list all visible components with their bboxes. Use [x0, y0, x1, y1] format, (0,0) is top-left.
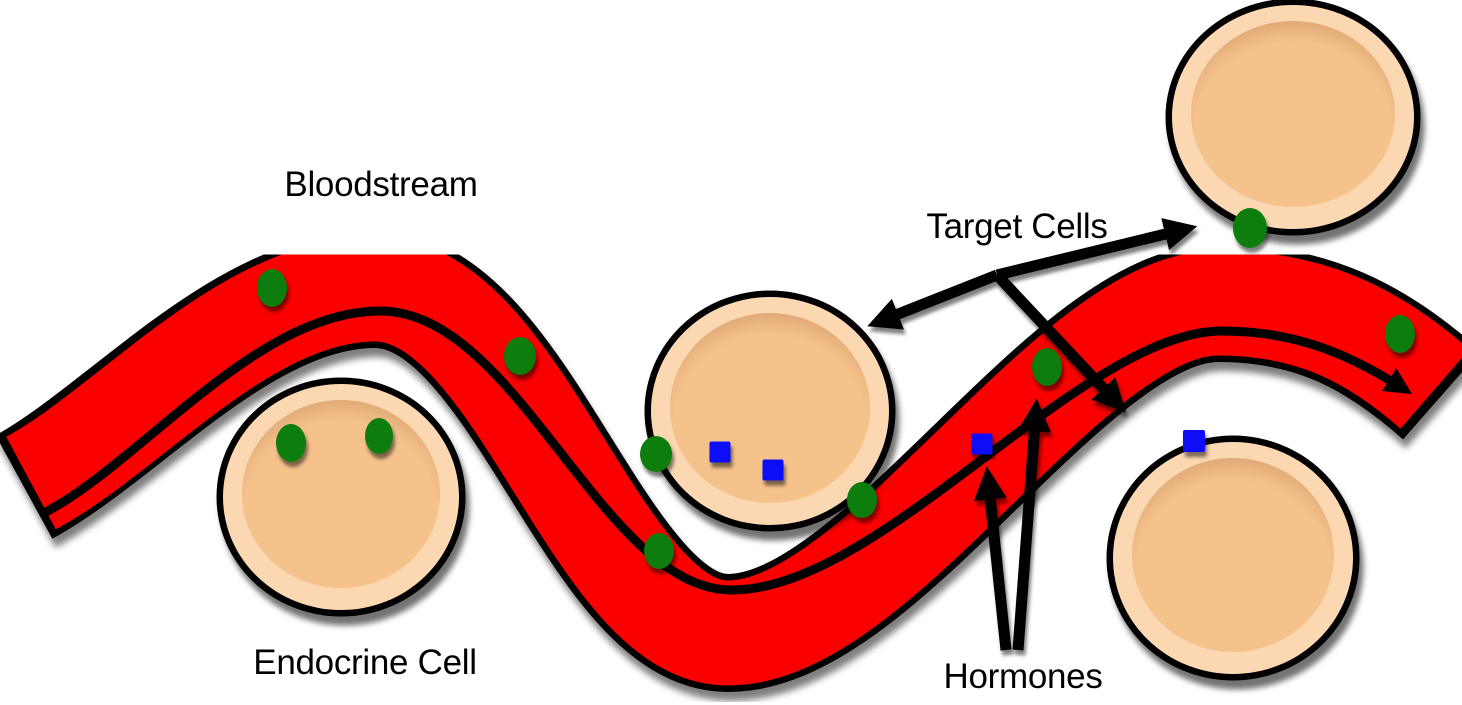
hormone-green-oval	[257, 269, 287, 307]
hormone-green-oval-receptor	[640, 436, 672, 472]
cell-interior	[1191, 21, 1395, 207]
cell-interior	[242, 400, 440, 588]
hormones-arrow-to-blue-square	[973, 466, 1012, 651]
target-cell-middle	[644, 290, 896, 532]
hormones-arrow-to-green-oval	[1012, 398, 1051, 651]
hormones-label: Hormones	[943, 657, 1102, 696]
blood-flow-direction-arrow	[41, 306, 1412, 595]
hormone-blue-square	[1183, 430, 1205, 452]
hormone-blue-square	[709, 441, 731, 463]
bloodstream-vessel	[5, 236, 1462, 686]
hormone-green-oval	[1032, 348, 1062, 386]
target-cells-label: Target Cells	[926, 207, 1107, 246]
hormone-green-oval-receptor	[1233, 208, 1267, 248]
hormone-green-markers	[257, 208, 1415, 569]
endocrine-cell	[216, 377, 466, 617]
hormone-blue-square	[762, 459, 784, 481]
target-cells-arrow-to-bottom-right-cell	[992, 271, 1126, 413]
target-cells-arrow-to-middle-cell	[867, 269, 1000, 330]
target-cell-top-right	[1165, 0, 1421, 236]
bloodstream-label: Bloodstream	[284, 165, 477, 204]
hormone-green-oval	[504, 337, 536, 375]
hormone-green-oval-in-endocrine-cell	[365, 418, 393, 454]
label-pointer-arrows	[867, 218, 1198, 651]
hormone-green-oval-in-endocrine-cell	[276, 424, 306, 462]
hormone-green-oval-receptor	[847, 482, 877, 518]
cell-interior	[1132, 458, 1334, 652]
hormone-blue-square	[971, 433, 993, 455]
hormone-blue-markers	[709, 430, 1205, 481]
bloodstream-band	[0, 229, 1462, 693]
target-cells-arrow-to-top-right-cell	[995, 218, 1198, 281]
hormone-green-oval	[644, 533, 674, 569]
endocrine-cell-label: Endocrine Cell	[253, 643, 476, 682]
hormone-green-oval	[1385, 315, 1415, 353]
target-cell-bottom-right	[1106, 435, 1360, 681]
